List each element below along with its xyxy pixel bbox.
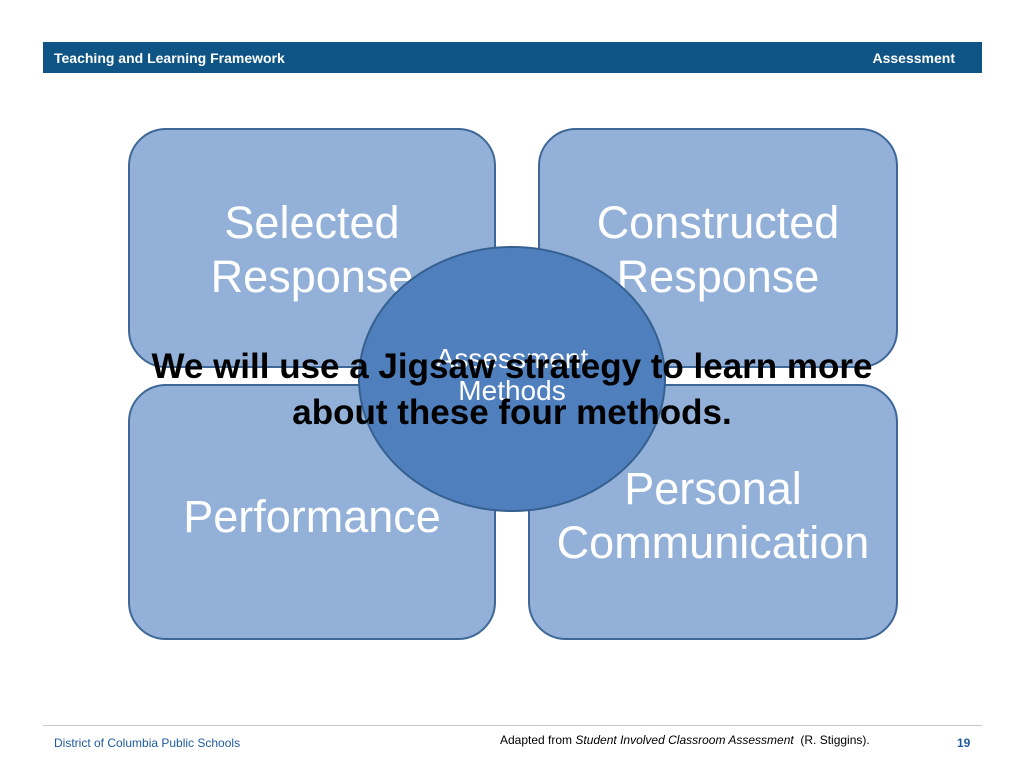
box-label-line: Personal [624,463,802,514]
center-circle-assessment-methods: Assessment Methods [358,246,666,512]
overlay-line: about these four methods. [292,393,732,432]
footer-credit: Adapted from Student Involved Classroom … [500,733,870,747]
center-label-line: Methods [458,375,566,406]
footer-organization: District of Columbia Public Schools [54,736,241,750]
box-label-line: Performance [183,491,441,542]
page-number: 19 [957,736,971,750]
box-label-line: Selected [224,197,400,248]
box-label-line: Response [616,251,820,302]
box-label-line: Communication [556,517,870,568]
center-label-line: Assessment [435,343,589,374]
header-bar: Teaching and Learning Framework Assessme… [43,42,982,73]
box-selected-response: Selected Response [128,128,496,368]
credit-prefix: Adapted from [500,733,576,747]
footer-divider [43,725,982,726]
box-label-line: Constructed [596,197,840,248]
jigsaw-overlay-text: We will use a Jigsaw strategy to learn m… [0,344,1024,436]
header-title: Teaching and Learning Framework [54,50,285,66]
overlay-line: We will use a Jigsaw strategy to learn m… [151,347,873,386]
credit-suffix: (R. Stiggins). [793,733,870,747]
credit-title: Student Involved Classroom Assessment [575,733,794,747]
header-section: Assessment [872,50,956,66]
box-label-line: Response [210,251,414,302]
